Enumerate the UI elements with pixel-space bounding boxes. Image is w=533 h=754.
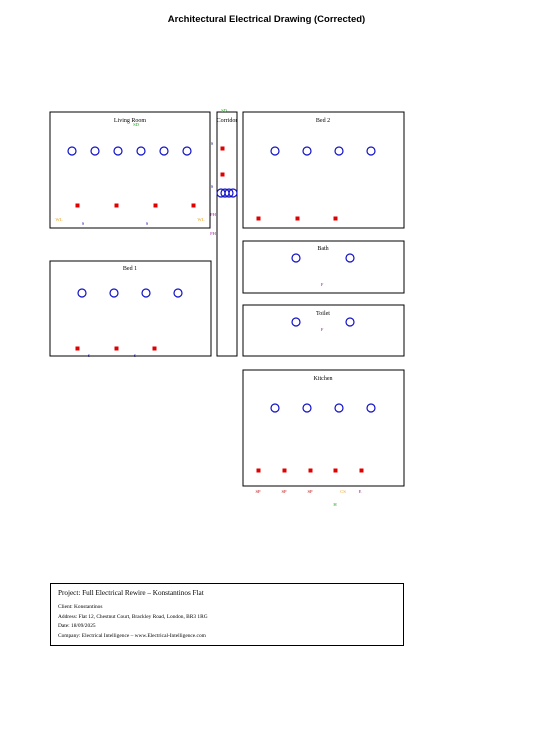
socket-icon	[333, 468, 338, 473]
light-icon	[136, 146, 146, 156]
bath-outline	[242, 240, 405, 294]
socket-icon	[220, 172, 225, 177]
socket-icon	[220, 146, 225, 151]
socket-icon	[256, 468, 261, 473]
room-label-kitchen: Kitchen	[314, 376, 333, 382]
light-icon	[334, 403, 344, 413]
switch-label: S	[82, 221, 85, 226]
light-icon	[345, 317, 355, 327]
wall-light-label: WL	[197, 217, 204, 222]
room-bath: Bath F	[242, 240, 405, 294]
cooker-switch-label: CS	[340, 489, 346, 494]
title-block: Project: Full Electrical Rewire – Konsta…	[50, 583, 404, 646]
socket-icon	[295, 216, 300, 221]
light-icon	[302, 146, 312, 156]
date: Date: 18/09/2025	[58, 623, 96, 630]
spur-label: SP	[307, 489, 313, 494]
room-living-room: Living Room SD WL WL S S	[49, 111, 211, 229]
heat-detector-label: H	[333, 502, 337, 507]
room-bed-1: Bed 1 S S	[49, 260, 212, 358]
light-icon	[182, 146, 192, 156]
spur-label: SP	[281, 489, 287, 494]
room-label-corridor: Corridor	[217, 118, 238, 124]
address: Address: Flat 12, Chestnut Court, Brackl…	[58, 613, 208, 620]
light-icon	[224, 188, 234, 198]
light-icon	[291, 317, 301, 327]
room-bed-2: Bed 2	[242, 111, 405, 229]
light-icon	[302, 403, 312, 413]
light-icon	[141, 288, 151, 298]
socket-icon	[359, 468, 364, 473]
light-icon	[67, 146, 77, 156]
corridor-outline	[216, 111, 238, 357]
light-icon	[109, 288, 119, 298]
light-icon	[270, 146, 280, 156]
switch-label: S	[146, 221, 149, 226]
socket-icon	[75, 346, 80, 351]
switch-label: S	[88, 353, 91, 358]
switch-label: S	[211, 184, 214, 189]
fan-label: F	[321, 327, 324, 332]
socket-icon	[333, 216, 338, 221]
room-label-bed-1: Bed 1	[123, 266, 137, 272]
light-icon	[228, 188, 238, 198]
extractor-label: E	[359, 489, 362, 494]
living-room-outline	[49, 111, 211, 229]
room-label-bath: Bath	[317, 246, 328, 252]
light-icon	[345, 253, 355, 263]
wall-light-label: WL	[55, 217, 62, 222]
socket-icon	[114, 346, 119, 351]
room-label-living-room: Living Room	[114, 118, 147, 124]
light-icon	[90, 146, 100, 156]
light-icon	[366, 403, 376, 413]
room-label-toilet: Toilet	[316, 311, 330, 317]
drawing-title: Architectural Electrical Drawing (Correc…	[167, 14, 366, 25]
light-icon	[173, 288, 183, 298]
socket-icon	[308, 468, 313, 473]
bed-1-outline	[49, 260, 212, 357]
project-name: Project: Full Electrical Rewire – Konsta…	[58, 589, 204, 597]
spur-label: SP	[255, 489, 261, 494]
bed-2-outline	[242, 111, 405, 229]
toilet-outline	[242, 304, 405, 357]
socket-icon	[75, 203, 80, 208]
smoke-detector-label: SD	[133, 122, 140, 127]
client-name: Client: Konstantinos	[58, 604, 103, 610]
socket-icon	[152, 346, 157, 351]
room-toilet: Toilet F	[242, 304, 405, 357]
socket-icon	[191, 203, 196, 208]
light-icon	[334, 146, 344, 156]
kitchen-outline	[242, 369, 405, 487]
room-label-bed-2: Bed 2	[316, 118, 330, 124]
socket-icon	[153, 203, 158, 208]
light-icon	[270, 403, 280, 413]
switch-label: S	[134, 353, 137, 358]
light-icon	[77, 288, 87, 298]
company: Company: Electrical Intelligence – www.E…	[58, 632, 206, 639]
socket-icon	[256, 216, 261, 221]
light-icon	[113, 146, 123, 156]
room-corridor: Corridor SD S S FH FH	[210, 108, 238, 357]
fan-label: F	[321, 282, 324, 287]
smoke-detector-label: SD	[221, 108, 228, 113]
socket-icon	[114, 203, 119, 208]
fused-spur-label: FH	[210, 231, 217, 236]
fused-spur-label: FH	[210, 212, 217, 217]
light-icon	[159, 146, 169, 156]
switch-label: S	[211, 141, 214, 146]
light-icon	[366, 146, 376, 156]
socket-icon	[282, 468, 287, 473]
light-icon	[291, 253, 301, 263]
room-kitchen: Kitchen SP SP SP CS E H	[242, 369, 405, 507]
